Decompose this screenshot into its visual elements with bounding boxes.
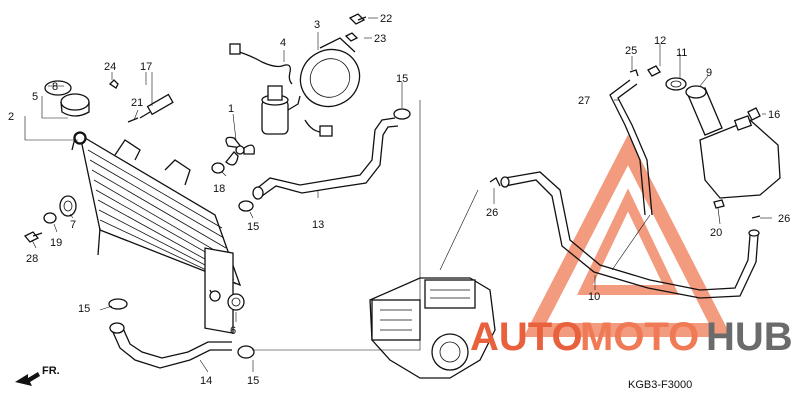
part-label-15-left: 15 xyxy=(247,221,259,233)
part-label-6: 6 xyxy=(230,325,236,337)
watermark-text: AUTO MOTO HUB xyxy=(470,315,793,359)
part-label-18: 18 xyxy=(213,183,225,195)
part-label-16: 16 xyxy=(768,109,780,121)
fan-motor xyxy=(261,85,301,135)
watermark-auto: AUTO xyxy=(470,315,583,359)
part-label-19: 19 xyxy=(50,237,62,249)
radiator-cap xyxy=(44,80,90,144)
part-label-28: 28 xyxy=(26,253,38,265)
part-label-20: 20 xyxy=(710,227,722,239)
direction-label: FR. xyxy=(42,365,60,377)
grommet-18 xyxy=(211,162,225,174)
bolt-28 xyxy=(23,231,43,243)
part-label-15-lower-left: 15 xyxy=(78,303,90,315)
bolt-22 xyxy=(348,13,367,25)
part-label-27: 27 xyxy=(578,95,590,107)
clip-25 xyxy=(629,69,639,77)
collar-19 xyxy=(43,212,57,224)
diagram-code: KGB3-F3000 xyxy=(628,379,692,391)
rubber-7 xyxy=(59,195,77,217)
bolt-23 xyxy=(344,32,359,42)
lower-hose xyxy=(109,322,232,369)
part-label-2: 2 xyxy=(8,111,14,123)
hose-clamp-upper xyxy=(393,108,411,120)
fan-shroud xyxy=(299,37,361,108)
clip-26-left xyxy=(489,177,501,187)
cooling-fan xyxy=(225,136,255,166)
part-label-26-right: 26 xyxy=(778,213,790,225)
siphon-hose xyxy=(609,79,653,216)
leader-lines xyxy=(24,17,772,373)
hose-clamp-lower-right xyxy=(237,345,255,359)
wire-harness xyxy=(229,43,333,137)
part-label-14: 14 xyxy=(200,375,212,387)
part-label-17: 17 xyxy=(140,61,152,73)
bolt-16 xyxy=(747,107,761,121)
bolt-21 xyxy=(127,117,139,123)
clip-12 xyxy=(647,65,661,77)
part-label-10: 10 xyxy=(588,291,600,303)
spark-plug xyxy=(139,93,174,119)
radiator xyxy=(71,131,242,334)
hose-clamp-left xyxy=(238,200,254,212)
clip-26-right xyxy=(751,215,761,219)
watermark-logo xyxy=(523,134,732,337)
upper-hose xyxy=(252,117,399,200)
part-label-12: 12 xyxy=(654,35,666,47)
part-labels: 1 2 3 4 5 6 7 8 9 10 11 12 13 14 15 15 1… xyxy=(8,13,790,387)
bolt-20 xyxy=(713,199,725,209)
part-label-3: 3 xyxy=(314,19,320,31)
part-label-23: 23 xyxy=(374,33,386,45)
watermark-hub: HUB xyxy=(706,315,793,359)
part-label-4: 4 xyxy=(280,37,286,49)
part-label-13: 13 xyxy=(312,219,324,231)
part-label-1: 1 xyxy=(228,103,234,115)
part-label-21: 21 xyxy=(131,97,143,109)
grommet-6 xyxy=(227,293,245,311)
part-label-8: 8 xyxy=(52,81,58,93)
part-label-11: 11 xyxy=(676,47,687,59)
hose-clamp-lower-left xyxy=(108,298,128,310)
cap-11 xyxy=(665,77,687,91)
bypass-hose xyxy=(500,171,760,299)
part-label-15-lower-right: 15 xyxy=(247,375,259,387)
bolt-24 xyxy=(108,79,119,89)
part-label-5: 5 xyxy=(32,91,38,103)
reserve-tank xyxy=(685,85,781,199)
watermark-moto: MOTO xyxy=(580,315,699,359)
part-label-7: 7 xyxy=(70,219,76,231)
part-label-22: 22 xyxy=(380,13,392,25)
part-label-25: 25 xyxy=(625,45,637,57)
part-label-15-upper: 15 xyxy=(396,73,408,85)
front-direction-arrow: FR. xyxy=(15,365,60,386)
part-label-24: 24 xyxy=(104,61,116,73)
engine xyxy=(369,277,496,379)
part-label-9: 9 xyxy=(706,67,712,79)
part-label-26-left: 26 xyxy=(486,207,498,219)
